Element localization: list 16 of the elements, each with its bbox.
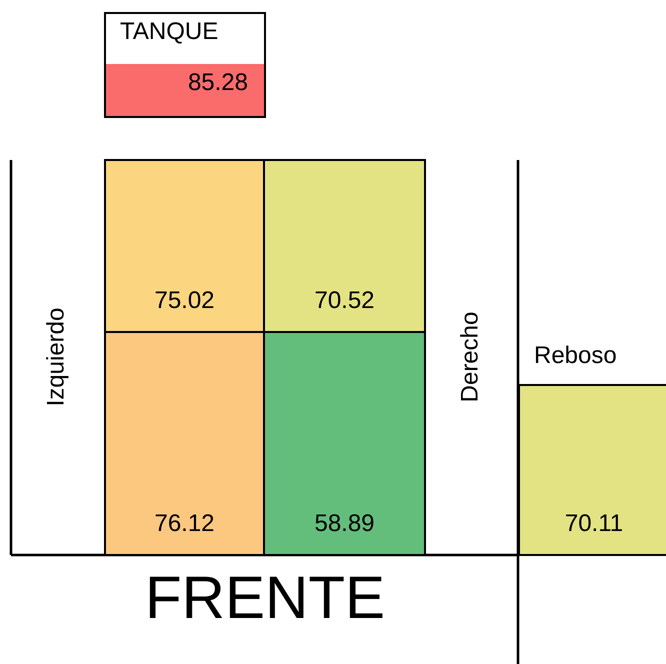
side-label: Derecho (456, 312, 484, 402)
zone-cell (104, 159, 265, 333)
zone-cell (104, 331, 265, 556)
tank-title: TANQUE (120, 18, 218, 46)
front-label: FRENTE (145, 562, 385, 632)
value-text: 70.52 (313, 287, 376, 315)
zone-cell (263, 159, 426, 333)
value-text: 75.02 (153, 287, 216, 315)
value-text: 70.11 (564, 510, 624, 538)
tank-box (104, 12, 266, 118)
zone-title: Reboso (534, 342, 617, 370)
zone-cell (263, 331, 426, 556)
value-text: 58.89 (313, 510, 376, 538)
side-label: Izquierdo (42, 308, 70, 406)
value-text: 85.28 (188, 69, 248, 97)
value-text: 76.12 (153, 510, 216, 538)
